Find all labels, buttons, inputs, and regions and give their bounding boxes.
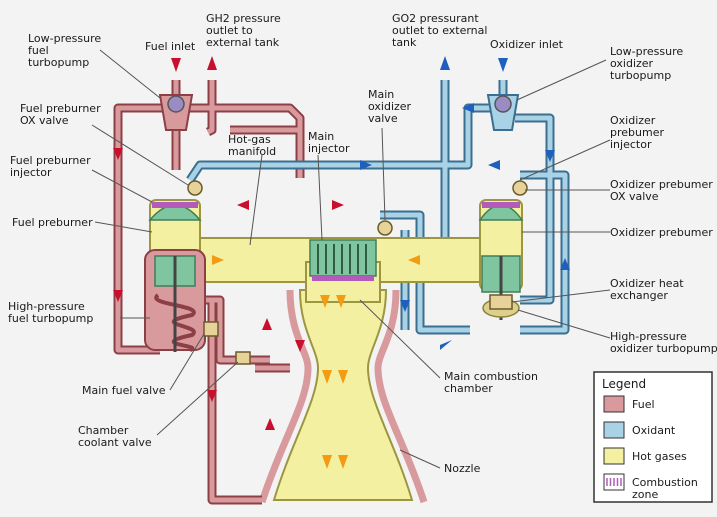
oxidizer-preburner-ox-valve	[513, 181, 527, 195]
legend: Legend FuelOxidantHot gasesCombustionzon…	[594, 372, 712, 502]
legend-label: Hot gases	[632, 450, 687, 463]
legend-label: Oxidant	[632, 424, 676, 437]
label-main-fuel-valve: Main fuel valve	[82, 384, 166, 397]
label-hot-gas-manifold: Hot-gasmanifold	[228, 133, 276, 158]
label-lp-fuel-turbopump: Low-pressurefuelturbopump	[28, 32, 101, 69]
fuel-preburner-combustion-zone	[152, 202, 198, 208]
go2-outlet-arrow-icon	[440, 56, 450, 70]
label-line: fuel turbopump	[8, 312, 93, 325]
lp-oxidizer-turbopump-rotor	[495, 96, 511, 112]
label-line: valve	[368, 112, 398, 125]
label-line: oxidizer turbopump	[610, 342, 717, 355]
label-line: manifold	[228, 145, 276, 158]
fuel-inlet-arrow-icon	[171, 58, 181, 72]
label-line: tank	[392, 36, 417, 49]
label-main-injector: Maininjector	[308, 130, 350, 155]
fuel-preburner-ox-valve	[188, 181, 202, 195]
label-fuel-preburner: Fuel preburner	[12, 216, 93, 229]
label-line: turbopump	[28, 56, 89, 69]
legend-title: Legend	[602, 377, 646, 391]
label-fuel-inlet: Fuel inlet	[145, 40, 196, 53]
legend-swatch	[604, 396, 624, 412]
label-line: injector	[610, 138, 652, 151]
legend-label-line: Hot gases	[632, 450, 687, 463]
label-hp-oxidizer-turbopump: High-pressureoxidizer turbopump	[610, 330, 717, 355]
label-fuel-preburner-injector: Fuel preburnerinjector	[10, 154, 91, 179]
label-go2-outlet: GO2 pressurantoutlet to externaltank	[392, 12, 487, 49]
legend-label-line: Fuel	[632, 398, 655, 411]
label-line: OX valve	[610, 190, 659, 203]
label-main-oxidizer-valve: Mainoxidizervalve	[368, 88, 412, 125]
legend-swatch	[604, 422, 624, 438]
main-injector-posts	[318, 244, 366, 274]
legend-label-line: Oxidant	[632, 424, 676, 437]
label-line: external tank	[206, 36, 280, 49]
label-main-combustion-chamber: Main combustionchamber	[444, 370, 538, 395]
label-line: chamber	[444, 382, 493, 395]
label-hp-fuel-turbopump: High-pressurefuel turbopump	[8, 300, 93, 325]
legend-swatch	[604, 448, 624, 464]
label-chamber-coolant-valve: Chambercoolant valve	[78, 424, 152, 449]
label-oxidizer-heat-exchanger: Oxidizer heatexchanger	[610, 277, 684, 302]
label-line: injector	[10, 166, 52, 179]
label-nozzle: Nozzle	[444, 462, 481, 475]
label-line: injector	[308, 142, 350, 155]
label-line: OX valve	[20, 114, 69, 127]
legend-label: Fuel	[632, 398, 655, 411]
lp-fuel-turbopump-rotor	[168, 96, 184, 112]
gh2-outlet-arrow-icon	[207, 56, 217, 70]
main-combustion-zone	[312, 276, 374, 281]
main-fuel-valve-icon	[204, 322, 218, 336]
label-oxidizer-preburner-injector: Oxidizerprebumerinjector	[610, 114, 664, 151]
main-oxidizer-valve-icon	[378, 221, 392, 235]
label-line: exchanger	[610, 289, 668, 302]
label-line: coolant valve	[78, 436, 152, 449]
oxidizer-inlet-arrow-icon	[498, 58, 508, 72]
label-oxidizer-inlet: Oxidizer inlet	[490, 38, 564, 51]
legend-label-line: zone	[632, 488, 658, 501]
label-line: turbopump	[610, 69, 671, 82]
oxidizer-heat-exchanger-icon	[490, 295, 512, 309]
label-oxidizer-preburner-ox-valve: Oxidizer prebumerOX valve	[610, 178, 713, 203]
label-lp-oxidizer-turbopump: Low-pressureoxidizerturbopump	[610, 45, 683, 82]
label-oxidizer-preburner: Oxidizer prebumer	[610, 226, 713, 239]
label-gh2-outlet: GH2 pressureoutlet toexternal tank	[206, 12, 281, 49]
label-fuel-preburner-ox-valve: Fuel preburnerOX valve	[20, 102, 101, 127]
oxidizer-preburner-combustion-zone	[482, 202, 520, 208]
